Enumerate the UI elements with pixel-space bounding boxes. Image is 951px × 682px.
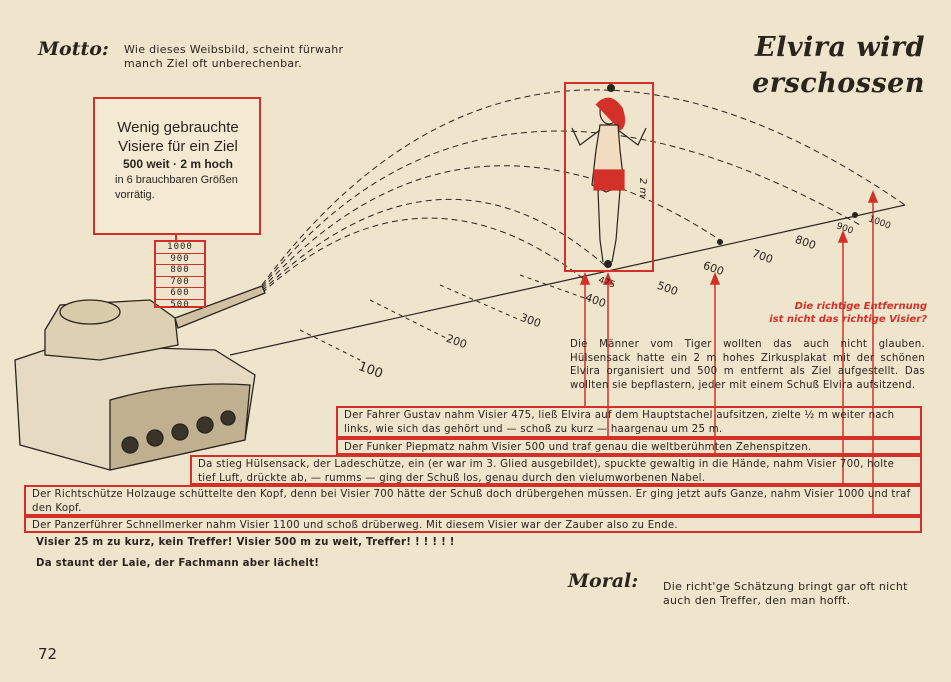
red-arrows <box>579 189 879 518</box>
summary-line: Visier 25 m zu kurz, kein Treffer! Visie… <box>36 537 455 548</box>
rack-item: 600 <box>156 288 204 300</box>
poster-sign <box>93 97 261 235</box>
page-title: Elvira wird erschossen <box>752 32 925 99</box>
story-row-loader: Da stieg Hülsensack, der Ladeschütze, ei… <box>190 455 922 485</box>
rack-item: 700 <box>156 277 204 288</box>
moral-text: Die richt'ge Schätzung bringt gar oft ni… <box>663 580 908 607</box>
trajectory-1000 <box>261 130 861 288</box>
motto-label: Motto: <box>38 38 109 60</box>
story-row-radio-operator: Der Funker Piepmatz nahm Visier 500 und … <box>336 438 922 455</box>
red-caption: Die richtige Entfernung ist nicht das ri… <box>687 300 927 326</box>
page-number: 72 <box>38 645 58 663</box>
rack-item: 500 <box>170 299 190 310</box>
elvira-figure <box>571 97 647 263</box>
rack-item: 800 <box>156 265 204 277</box>
sign-line-1: Wenig gebrauchte Visiere für ein Ziel <box>117 119 239 155</box>
distance-marks <box>299 274 591 361</box>
circus-poster-target <box>564 82 654 272</box>
tiger-tank <box>14 285 266 471</box>
trajectory-1100 <box>261 89 906 286</box>
sight-rack: 1000 900 800 700 600 500 <box>154 240 206 310</box>
red-caption-line-1: Die richtige Entfernung <box>794 301 927 312</box>
sign-line-3: in 6 brauchbaren Größen vorrätig. <box>115 174 238 201</box>
rack-item: 1000 <box>156 242 204 254</box>
line-of-sight <box>229 204 906 356</box>
poster-sign-text: Wenig gebrauchte Visiere für ein Ziel 50… <box>97 118 259 203</box>
motto-text: Wie dieses Weibsbild, scheint fürwahr ma… <box>124 43 344 70</box>
story-paragraph: Die Männer vom Tiger wollten das auch ni… <box>570 339 925 392</box>
story-row-commander: Der Panzerführer Schnellmerker nahm Visi… <box>24 516 922 533</box>
trajectory-500 <box>261 198 609 292</box>
red-caption-line-2: ist nicht das richtige Visier? <box>769 314 927 325</box>
trajectory-lines <box>261 89 906 294</box>
trajectory-700 <box>261 165 721 290</box>
punchline: Da staunt der Laie, der Fachmann aber lä… <box>36 558 320 569</box>
sign-line-2: 500 weit · 2 m hoch <box>122 157 234 171</box>
rack-item: 900 <box>156 254 204 265</box>
story-row-driver: Der Fahrer Gustav nahm Visier 475, ließ … <box>336 406 922 438</box>
trajectory-475 <box>261 217 586 294</box>
target-height-label: 2 m <box>637 177 649 198</box>
moral-label: Moral: <box>568 570 639 592</box>
story-row-gunner: Der Richtschütze Holzauge schüttelte den… <box>24 485 922 516</box>
